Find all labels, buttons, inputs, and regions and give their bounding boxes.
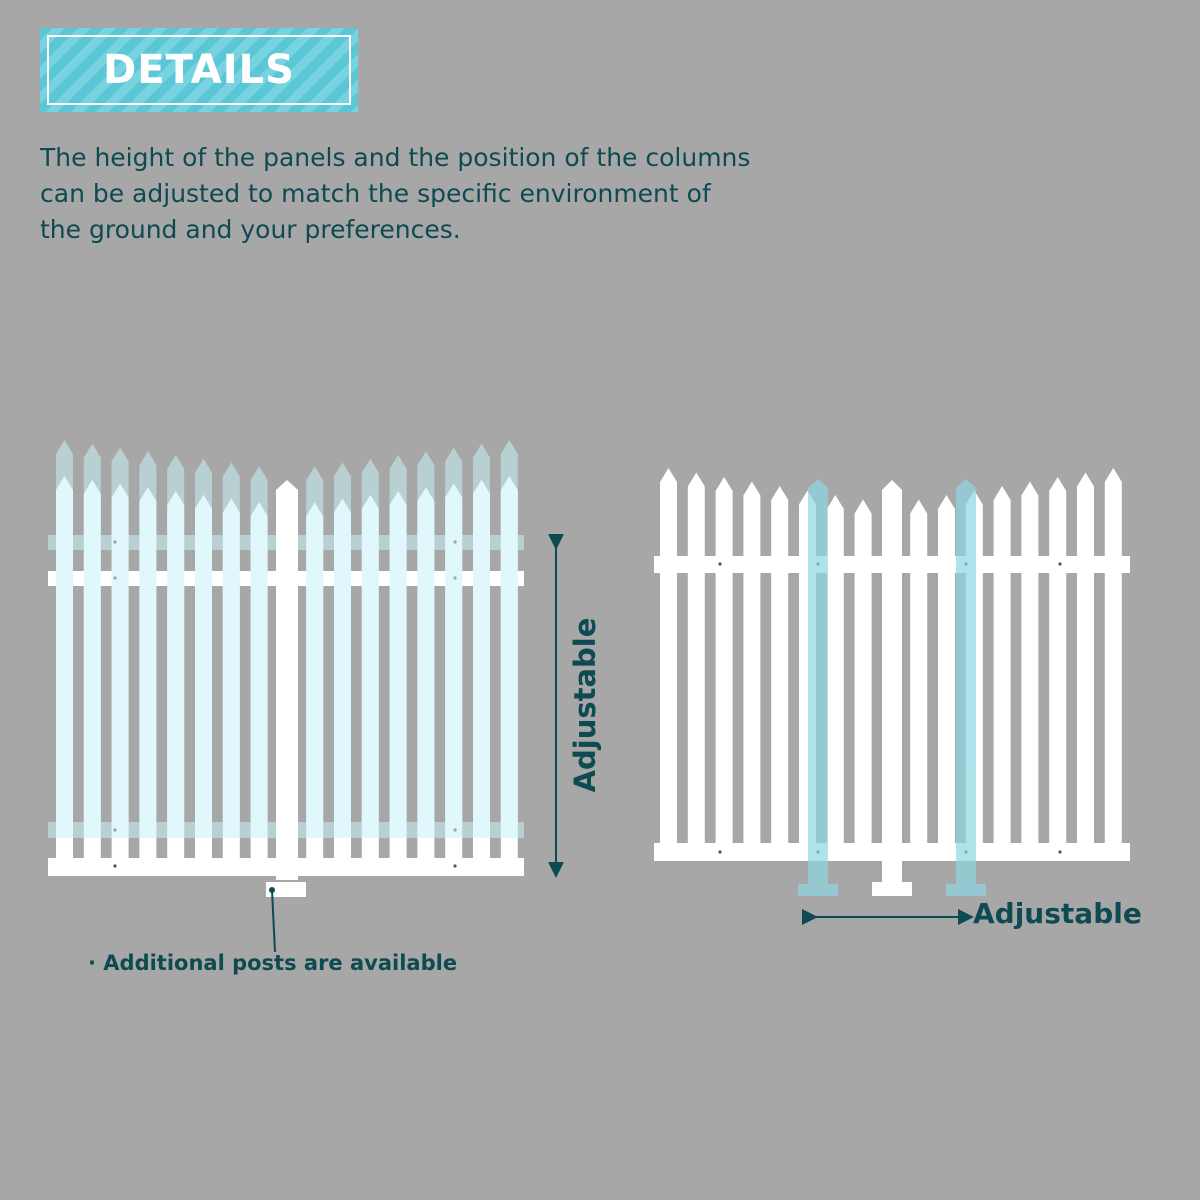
left-ghost-picket: [250, 466, 268, 822]
details-badge-frame: DETAILS: [47, 35, 351, 105]
horizontal-adjustable-label: Adjustable: [973, 897, 1142, 930]
note-leader-line: [271, 889, 276, 953]
left-fence-post: [266, 480, 306, 897]
left-ghost-picket: [445, 447, 463, 822]
left-ghost-picket: [473, 443, 490, 822]
left-ghost-picket: [56, 440, 73, 822]
left-ghost-picket: [111, 447, 129, 822]
screw-dot: [1058, 562, 1062, 566]
description-line-3: the ground and your preferences.: [40, 215, 461, 244]
left-ghost-picket: [361, 458, 379, 822]
description-line-1: The height of the panels and the positio…: [40, 143, 751, 172]
right-picket: [826, 495, 844, 845]
right-picket: [1104, 468, 1122, 845]
right-picket: [660, 468, 677, 845]
right-picket: [854, 499, 872, 845]
right-picket: [993, 486, 1011, 845]
additional-posts-note: · Additional posts are available: [88, 951, 458, 975]
screw-dot: [718, 562, 722, 566]
left-ghost-picket: [417, 451, 435, 822]
screw-dot: [718, 850, 722, 854]
screw-dot: [1058, 850, 1062, 854]
left-ghost-picket: [167, 455, 185, 822]
right-picket: [910, 499, 928, 845]
left-ghost-picket: [500, 440, 518, 822]
right-fence-posts: [798, 479, 986, 896]
left-ghost-picket: [195, 458, 212, 822]
left-ghost-picket: [389, 455, 407, 822]
left-ghost-picket: [139, 451, 157, 822]
description-line-2: can be adjusted to match the specific en…: [40, 179, 711, 208]
left-ghost-picket: [222, 462, 240, 822]
details-badge: DETAILS: [40, 28, 358, 112]
right-picket: [771, 486, 789, 845]
screw-dot: [113, 828, 117, 832]
left-ghost-picket: [306, 466, 324, 822]
note-leader-dot: [269, 887, 275, 893]
left-ghost-picket: [83, 443, 101, 822]
screw-dot: [453, 540, 457, 544]
right-picket: [1021, 481, 1039, 845]
right-picket: [743, 481, 761, 845]
left-ghost-picket: [334, 462, 351, 822]
details-badge-label: DETAILS: [103, 47, 295, 93]
screw-dot: [453, 864, 457, 868]
description-text: The height of the panels and the positio…: [40, 140, 840, 248]
right-picket: [938, 495, 955, 845]
right-picket: [687, 472, 705, 845]
screw-dot: [113, 540, 117, 544]
screw-dot: [453, 828, 457, 832]
right-picket: [1077, 472, 1094, 845]
right-picket: [715, 477, 733, 845]
left-fence-ghost: [48, 440, 524, 838]
vertical-adjustable-label: Adjustable: [568, 617, 602, 793]
right-picket: [1049, 477, 1067, 845]
screw-dot: [113, 864, 117, 868]
